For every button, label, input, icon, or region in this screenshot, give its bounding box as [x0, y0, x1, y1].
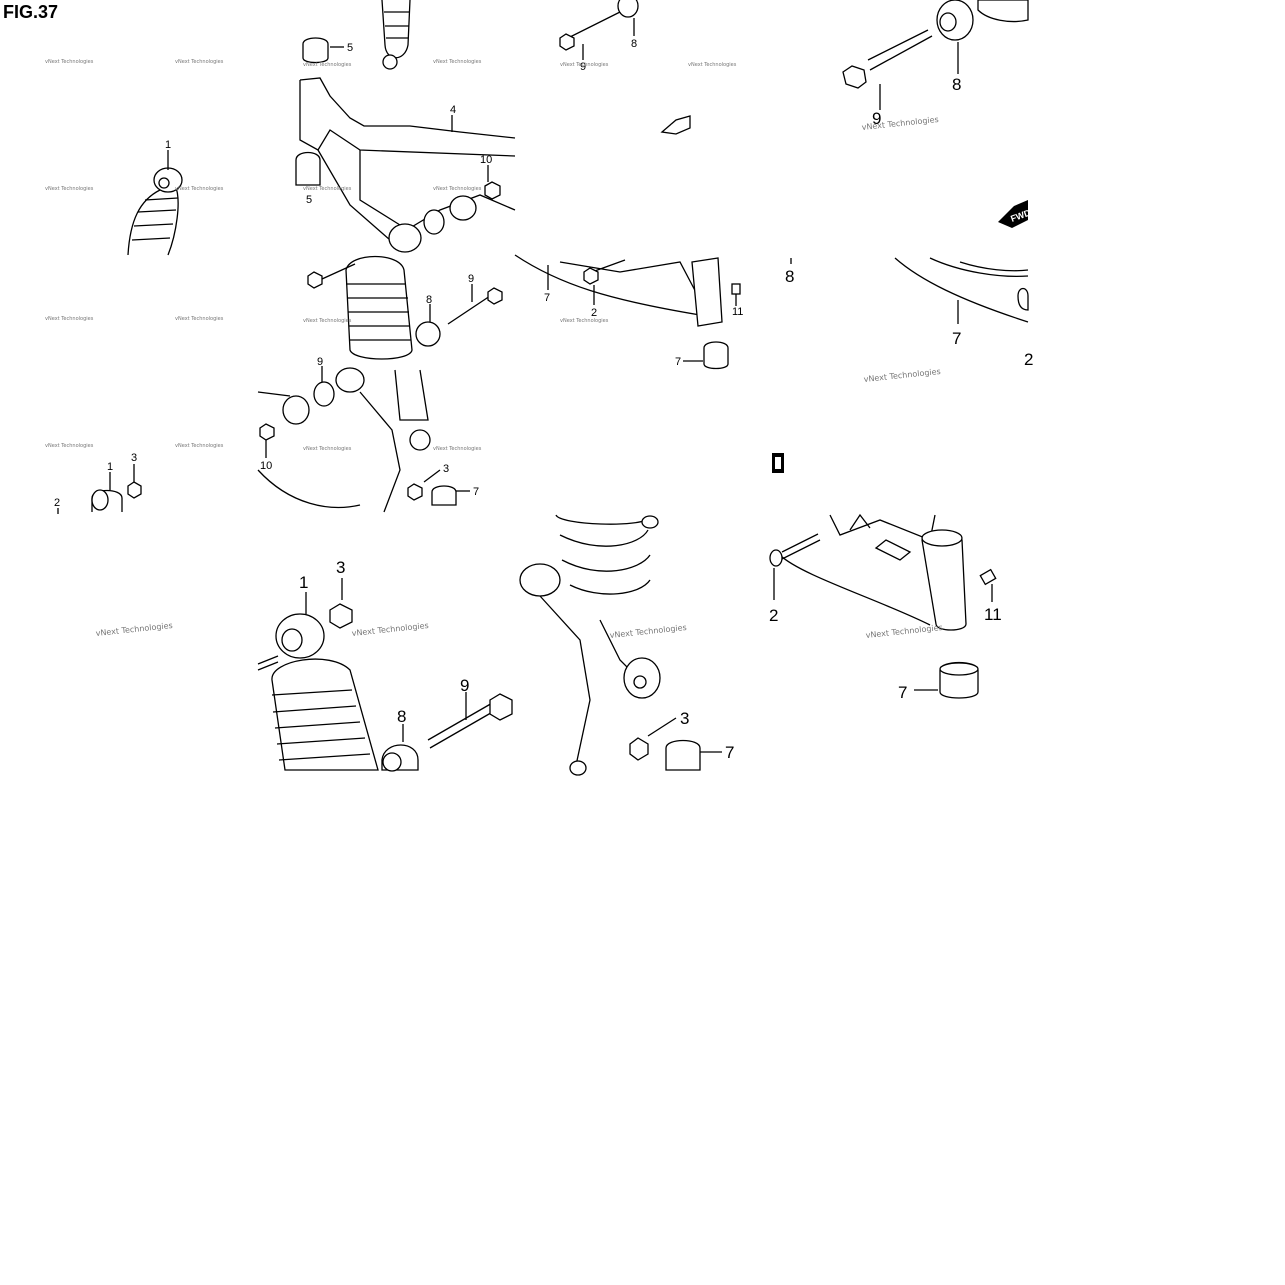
svg-text:FWD: FWD [671, 120, 687, 131]
watermark: vNext Technologies [688, 62, 737, 68]
callout-3-spring: 3 [680, 709, 689, 728]
bushing-drawing [57, 464, 142, 514]
fwd-arrow-badge: FWD [660, 115, 691, 135]
tile-knuckle: 7 2 11 [769, 513, 1002, 702]
callout-3-large: 3 [336, 558, 345, 577]
callout-9-large: 9 [872, 109, 881, 128]
callout-7-spring: 7 [725, 743, 734, 762]
callout-8-b: 8 [631, 38, 637, 50]
watermark: vNext Technologies [863, 367, 941, 384]
watermark: vNext Technologies [303, 62, 352, 68]
callout-9-b: 9 [317, 356, 323, 368]
callout-11-knuckle: 11 [984, 605, 1002, 624]
watermark: vNext Technologies [95, 621, 173, 638]
callout-7-knuckle: 7 [898, 683, 907, 702]
watermark: vNext Technologies [560, 318, 609, 324]
callout-7-b: 7 [544, 292, 550, 304]
watermarks: vNext Technologies vNext Technologies vN… [45, 59, 943, 640]
callout-10-b: 10 [260, 460, 272, 472]
tile-overview: 5 4 5 10 7 7 2 11 [257, 0, 743, 513]
figure-title: FIG.37 [3, 2, 59, 22]
callout-11: 11 [732, 306, 743, 318]
tile-small-shock: 1 1 2 3 [54, 139, 183, 514]
callout-1: 1 [165, 139, 171, 151]
watermark: vNext Technologies [433, 446, 482, 452]
callout-2: 2 [591, 307, 597, 319]
main-shock-drawing [335, 255, 431, 513]
callout-10: 10 [480, 154, 492, 166]
watermark: vNext Technologies [609, 623, 687, 640]
callout-7: 7 [675, 356, 681, 368]
callout-9-shock: 9 [460, 676, 469, 695]
callout-4: 4 [450, 104, 456, 116]
shock-absorber-drawing [127, 150, 183, 256]
tile-shock-bottom: 1 3 9 8 [257, 558, 513, 772]
callout-2-knuckle: 2 [769, 606, 778, 625]
watermark: vNext Technologies [433, 186, 482, 192]
watermark: vNext Technologies [351, 621, 429, 638]
watermark: vNext Technologies [175, 59, 224, 65]
watermark: vNext Technologies [45, 186, 94, 192]
tile-bolts: 8 9 FWD [842, 0, 1032, 228]
callout-8-arm: 8 [785, 267, 794, 286]
callout-5: 5 [347, 42, 353, 54]
callout-9: 9 [468, 273, 474, 285]
callout-9-c: 9 [580, 61, 586, 73]
watermark: vNext Technologies [303, 446, 352, 452]
watermark: vNext Technologies [303, 318, 352, 324]
callout-7-arm: 7 [952, 329, 961, 348]
watermark: vNext Technologies [45, 59, 94, 65]
watermark: vNext Technologies [175, 316, 224, 322]
watermark: vNext Technologies [303, 186, 352, 192]
fwd-arrow-badge-large: FWD [998, 200, 1032, 228]
callout-5-lower: 5 [306, 194, 312, 206]
callout-3: 3 [131, 452, 137, 464]
watermark: vNext Technologies [175, 186, 224, 192]
callout-8-shock: 8 [397, 707, 406, 726]
tile-spring: 3 7 [519, 514, 734, 776]
callout-3: 3 [443, 463, 449, 475]
watermark: vNext Technologies [45, 316, 94, 322]
callout-7-c: 7 [473, 486, 479, 498]
callout-1-large: 1 [299, 573, 308, 592]
callout-8-large: 8 [952, 75, 961, 94]
callout-2-arm: 2 [1024, 350, 1033, 369]
watermark: vNext Technologies [865, 623, 943, 640]
callout-1-lower: 1 [107, 461, 113, 473]
watermark: vNext Technologies [45, 443, 94, 449]
tile-arm: 8 7 2 [772, 257, 1033, 473]
callout-2: 2 [54, 497, 60, 509]
watermark: vNext Technologies [560, 62, 609, 68]
watermark: vNext Technologies [175, 443, 224, 449]
watermark: vNext Technologies [433, 59, 482, 65]
callout-8: 8 [426, 294, 432, 306]
